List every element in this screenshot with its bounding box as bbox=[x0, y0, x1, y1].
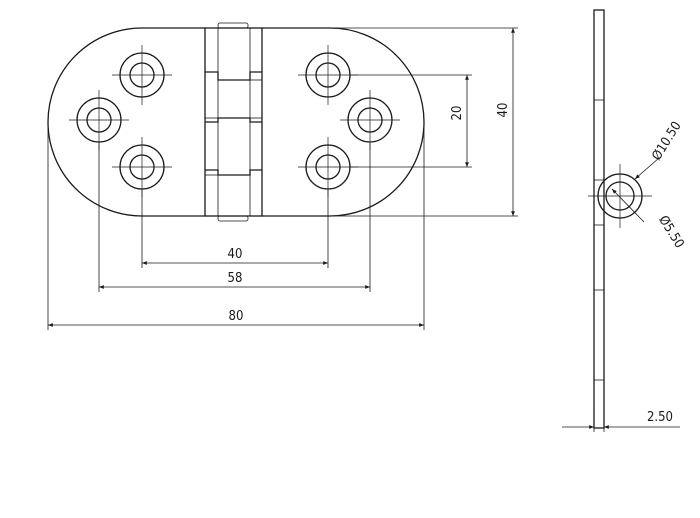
dimension-label: 58 bbox=[228, 271, 243, 286]
mounting-hole bbox=[112, 45, 172, 105]
dimension-label: 20 bbox=[450, 106, 465, 121]
hinge-knuckle bbox=[204, 22, 263, 222]
extension-lines bbox=[47, 27, 518, 330]
dimension-label: 2.50 bbox=[647, 410, 673, 425]
mounting-hole bbox=[340, 90, 400, 150]
mounting-hole bbox=[112, 137, 172, 197]
plate-side-profile bbox=[593, 9, 605, 429]
dimension-hole-vertical-spacing: 20 bbox=[450, 75, 469, 167]
dimension-label: Ø5.50 bbox=[655, 213, 686, 251]
left-leaf-outline bbox=[47, 27, 205, 217]
mounting-hole bbox=[298, 45, 358, 105]
knuckle-cross-section bbox=[588, 164, 652, 228]
side-view: Ø10.50 Ø5.50 2.50 bbox=[562, 9, 687, 432]
dimension-label: 80 bbox=[229, 309, 244, 324]
dimension-pin-diameter: Ø5.50 bbox=[611, 188, 687, 251]
dimension-label: 40 bbox=[496, 103, 511, 118]
mounting-hole bbox=[69, 90, 129, 150]
dimension-hole-spacing-inner: 40 bbox=[142, 247, 328, 265]
dimension-label: 40 bbox=[228, 247, 243, 262]
front-view: 40 58 80 20 40 bbox=[47, 22, 518, 330]
right-leaf-outline bbox=[262, 27, 425, 217]
dimension-overall-length: 80 bbox=[48, 309, 424, 327]
dimension-plate-thickness: 2.50 bbox=[562, 410, 680, 432]
dimension-knuckle-diameter: Ø10.50 bbox=[634, 119, 685, 180]
mounting-hole bbox=[298, 137, 358, 197]
dimension-hole-spacing-outer: 58 bbox=[99, 271, 370, 289]
dimension-label: Ø10.50 bbox=[649, 119, 684, 163]
dimension-overall-height: 40 bbox=[496, 27, 515, 216]
